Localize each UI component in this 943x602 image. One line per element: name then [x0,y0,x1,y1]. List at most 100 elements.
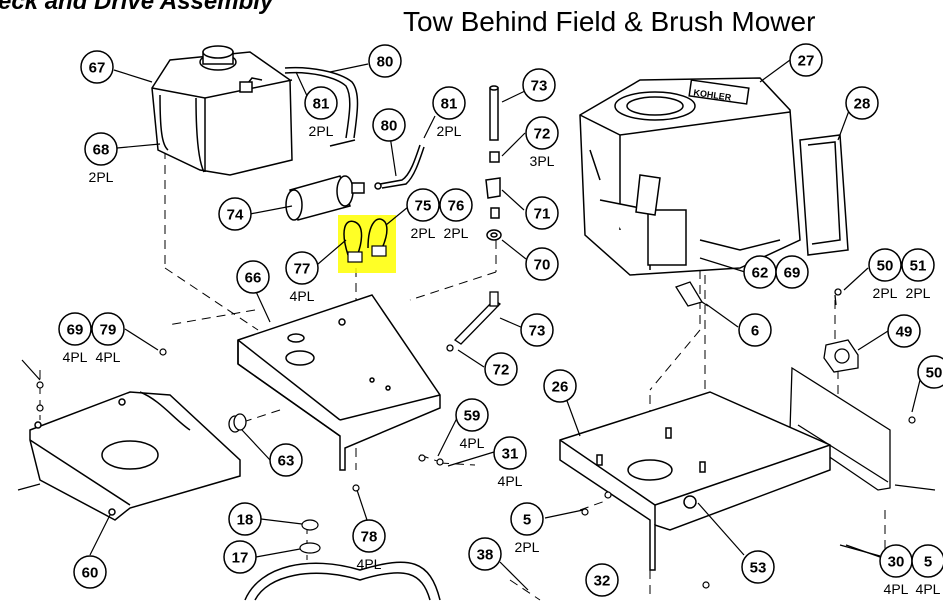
callout-28: 28 [845,86,879,120]
callout-quantity: 3PL [530,153,555,169]
callout-number: 5 [523,512,531,529]
callout-circle [525,116,559,150]
callout-number: 6 [751,323,759,340]
callout-circle [738,313,772,347]
callout-circle [58,312,92,346]
callout-quantity: 4PL [498,473,523,489]
side-bracket [789,366,891,491]
callout-73: 73 [522,68,556,102]
callout-quantity: 4PL [290,288,315,304]
callout-circle [406,188,440,222]
callout-circle [236,260,270,294]
callout-number: 26 [552,379,569,396]
callout-38: 38 [468,537,502,571]
callout-circle [775,255,809,289]
leader-lines [21,59,936,591]
callout-circle [228,502,262,536]
hardware [17,348,916,589]
callout-quantity: 4PL [884,581,909,597]
callout-quantity: 4PL [357,556,382,572]
callout-circle [468,537,502,571]
callout-number: 72 [493,362,510,379]
callout-53: 53 [741,550,775,584]
callout-62: 62 [743,255,777,289]
callout-number: 38 [477,547,494,564]
callout-number: 75 [415,198,432,215]
page-title: Tow Behind Field & Brush Mower [403,6,816,37]
callout-quantity: 4PL [916,581,941,597]
callout-27: 27 [789,43,823,77]
assembly-title-cropped: eck and Drive Assembly [0,0,274,15]
fuel-filter [285,175,382,221]
callout-circle [91,312,125,346]
callout-quantity: 2PL [437,123,462,139]
callout-quantity: 2PL [515,539,540,555]
callout-49: 49 [887,314,921,348]
callout-circle [789,43,823,77]
callout-number: 77 [294,261,311,278]
callout-number: 76 [448,198,465,215]
callout-circle [525,196,559,230]
callout-number: 80 [381,118,398,135]
callout-number: 63 [278,453,295,470]
callout-number: 72 [534,126,551,143]
callout-circle [868,248,902,282]
callout-number: 70 [534,257,551,274]
callout-quantity: 2PL [906,285,931,301]
callout-number: 66 [245,270,262,287]
callout-number: 32 [594,573,611,590]
callout-circle [218,197,252,231]
callout-circle [917,355,943,389]
callout-circle [439,188,473,222]
callout-circle [543,369,577,403]
callout-number: 67 [89,60,106,77]
callout-number: 5 [924,554,932,571]
callout-circle [223,540,257,574]
callout-number: 73 [531,78,548,95]
callout-number: 73 [529,323,546,340]
callout-circle [285,251,319,285]
callout-circle [269,443,303,477]
lower-frame [559,391,831,571]
callout-quantity: 2PL [89,169,114,185]
callout-17: 17 [223,540,257,574]
callout-circle [484,352,518,386]
callout-60: 60 [73,555,107,589]
callout-circle [493,436,527,470]
callout-72: 72 3PL [525,116,559,169]
callout-quantity: 4PL [63,349,88,365]
callout-number: 69 [67,322,84,339]
callout-80: 80 [372,108,406,142]
callout-number: 74 [227,207,244,224]
callout-72: 72 [484,352,518,386]
callout-number: 68 [93,142,110,159]
callout-number: 27 [798,53,815,70]
callout-circle [522,68,556,102]
deck-plate [29,391,241,521]
callout-circle [84,132,118,166]
callout-quantity: 2PL [873,285,898,301]
callout-66: 66 [236,260,270,294]
callout-number: 81 [441,96,458,113]
callout-number: 17 [232,550,249,567]
callout-number: 59 [464,408,481,425]
callout-6: 6 [738,313,772,347]
engine [579,77,849,276]
callout-69: 69 4PL [58,312,92,365]
callout-18: 18 [228,502,262,536]
callout-80: 80 [368,44,402,78]
callout-circle [887,314,921,348]
callout-number: 69 [784,265,801,282]
callout-number: 78 [361,529,378,546]
callout-circle [304,86,338,120]
callout-68: 68 2PL [84,132,118,185]
callout-71: 71 [525,196,559,230]
callout-circle [845,86,879,120]
